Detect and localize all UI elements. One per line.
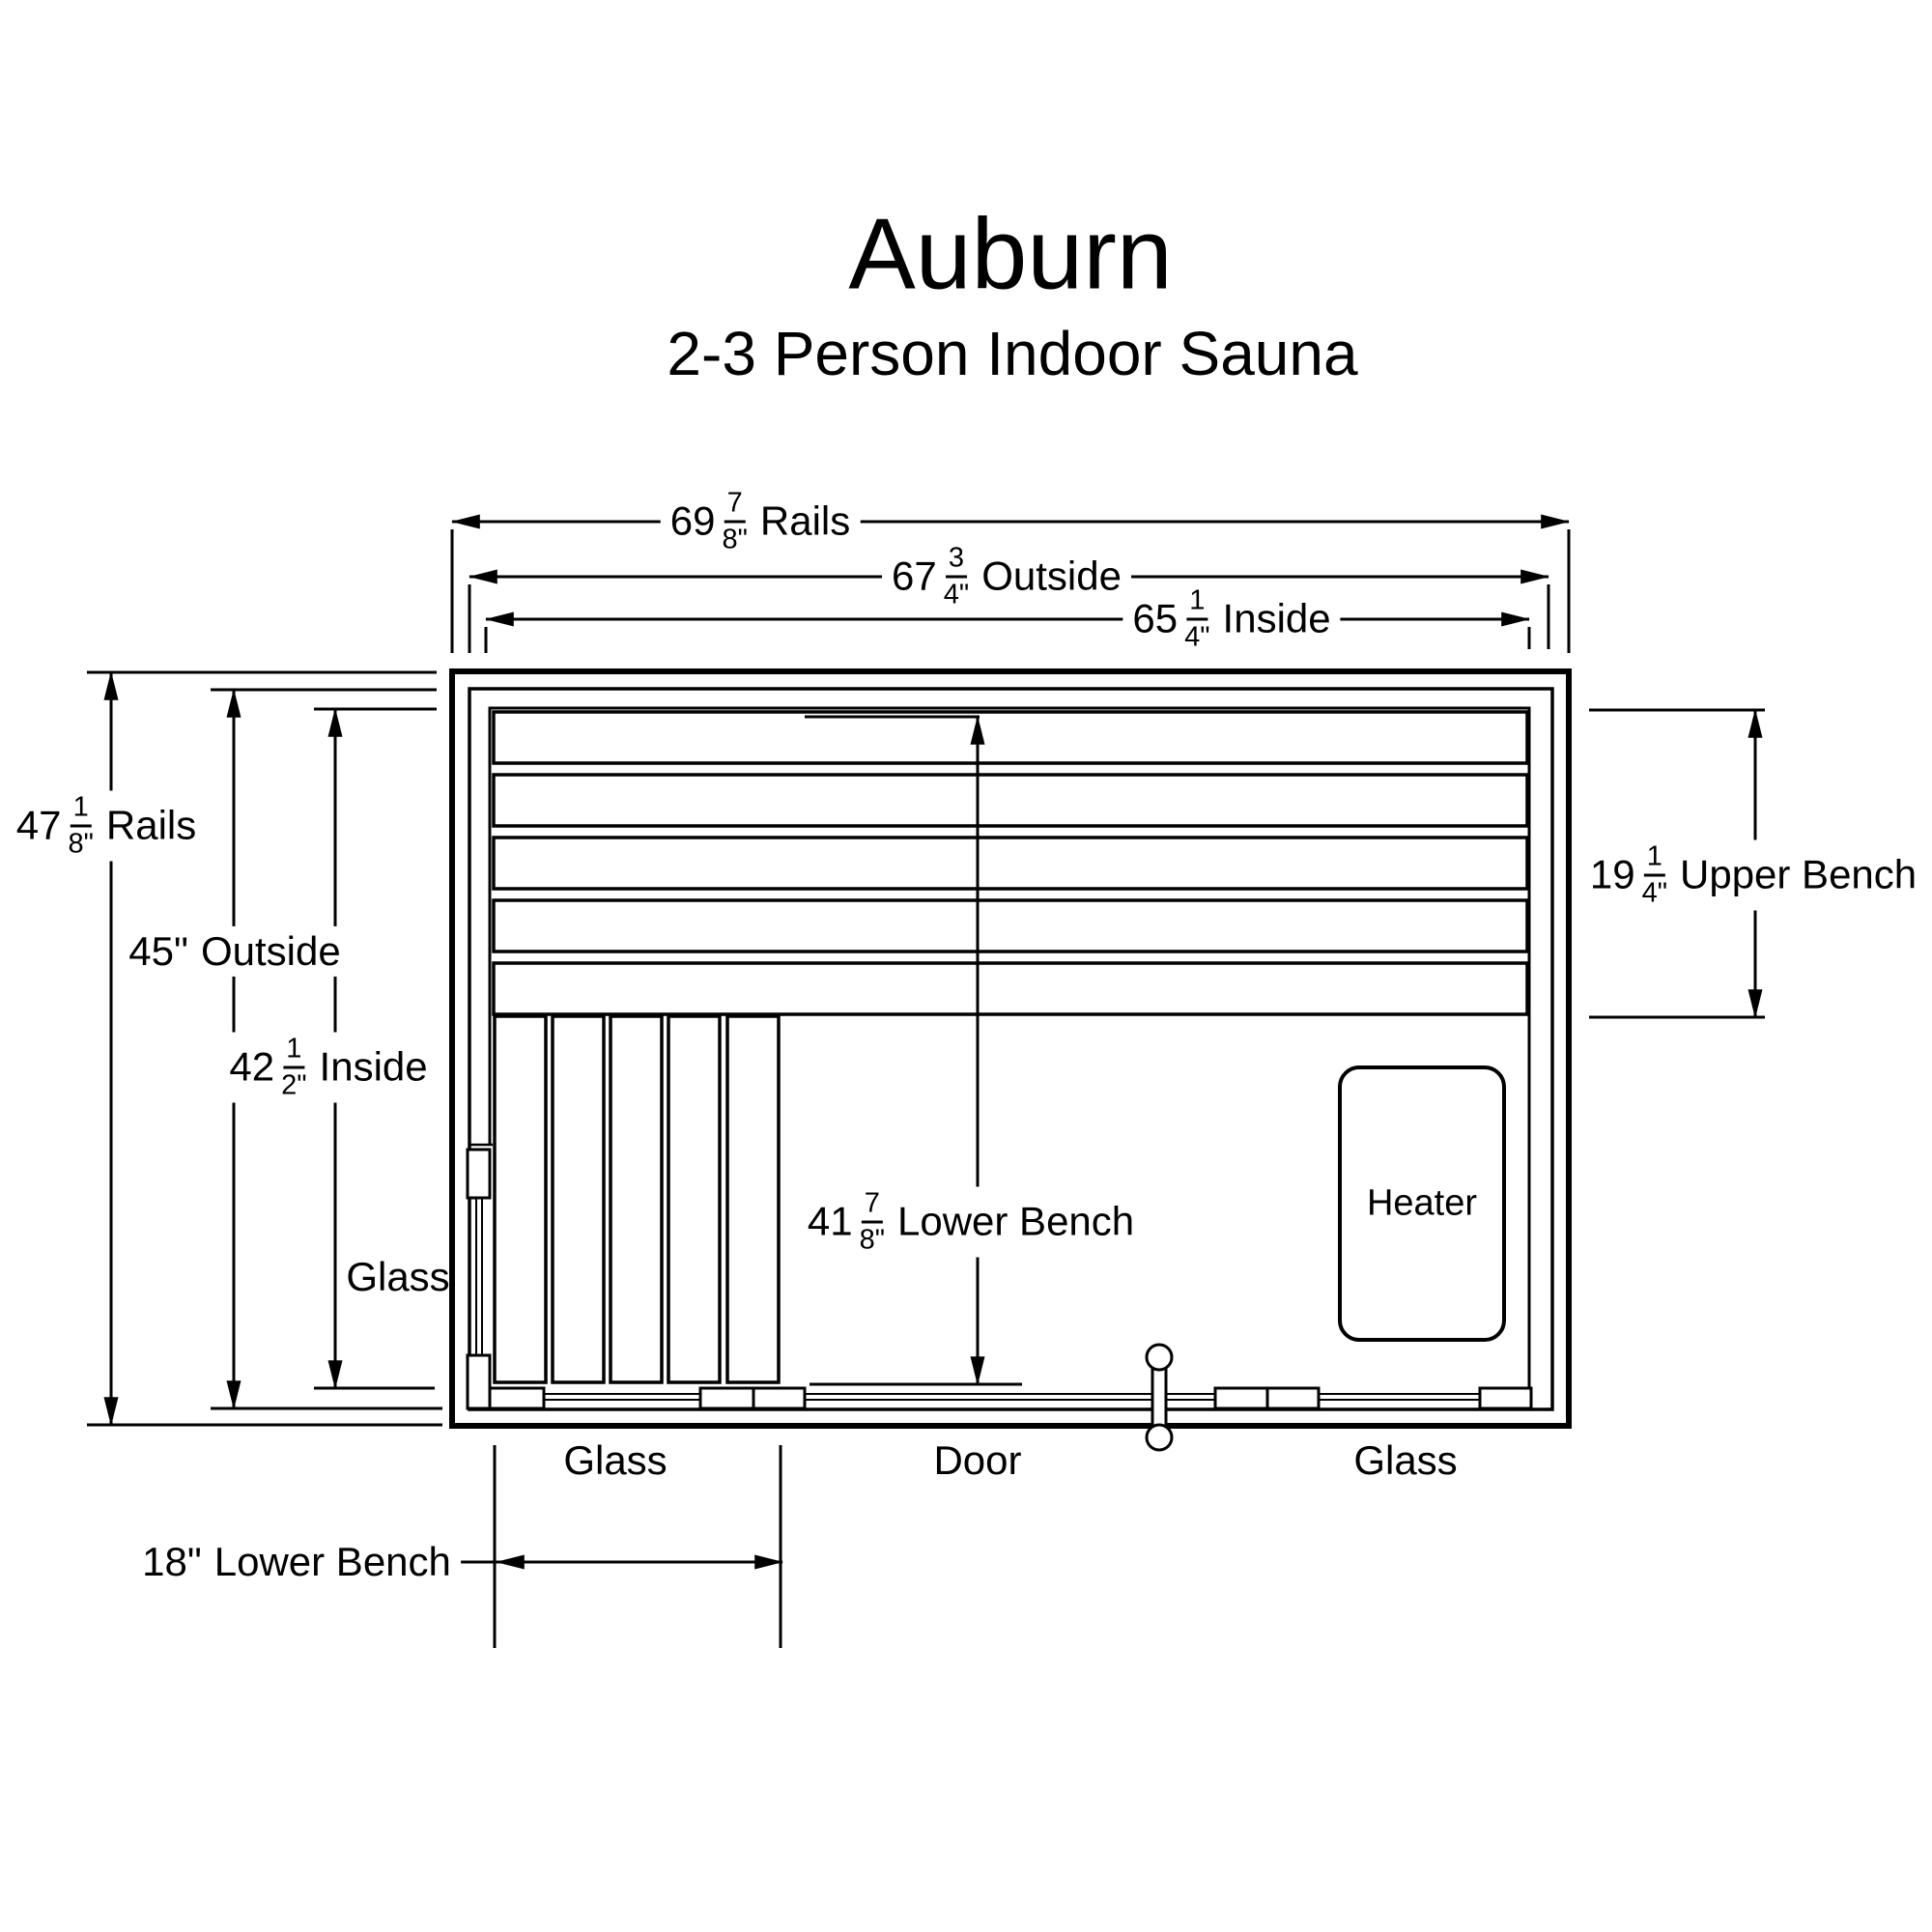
dim-value: 69 <box>669 497 716 544</box>
dim-inside-height-label: 42 1 2" Inside <box>219 1032 438 1103</box>
sauna-walls <box>449 668 1572 1429</box>
upper-bench-slat <box>492 836 1529 891</box>
glass-frame-block <box>466 1148 492 1200</box>
dim-outside-height-label: 45 " Outside <box>119 925 351 978</box>
dim-value: 47 <box>15 802 62 848</box>
front-wall-glass-and-door <box>488 1343 1533 1452</box>
dim-name: Lower Bench <box>897 1198 1135 1244</box>
glass-pane-lines <box>544 1393 1480 1401</box>
dim-name: Rails <box>759 497 851 544</box>
inner-wall <box>468 687 1554 1411</box>
dimension-lines <box>87 514 1765 1648</box>
page-title: Auburn <box>848 198 1173 311</box>
dim-name: Outside <box>200 927 341 974</box>
dim-inside-width-label: 65 1 4" Inside <box>1122 583 1341 655</box>
lower-bench-slat <box>551 1014 606 1384</box>
glass-frame-block <box>488 1386 546 1410</box>
dim-fraction: 3 4" <box>943 542 970 611</box>
dim-value: 18 <box>142 1538 187 1584</box>
dim-name: Inside <box>319 1043 428 1090</box>
dim-rails-height-label: 47 1 8" Rails <box>6 790 207 862</box>
dim-unit: " <box>186 1538 202 1584</box>
dim-value: 42 <box>229 1043 275 1090</box>
dim-lower-bench-depth-label: 18 " Lower Bench <box>132 1536 461 1588</box>
upper-bench-slats <box>492 710 1529 1016</box>
door-label: Door <box>933 1437 1022 1483</box>
dim-name: Outside <box>981 553 1122 599</box>
glass-frame-block <box>698 1386 755 1410</box>
door-handle <box>1145 1343 1174 1452</box>
wall-lining <box>488 706 1531 1388</box>
lower-bench-slat <box>725 1014 781 1384</box>
dim-unit: " <box>174 927 188 974</box>
dim-outside-width-label: 67 3 4" Outside <box>882 541 1131 612</box>
dim-value: 19 <box>1589 851 1635 897</box>
dim-fraction: 1 4" <box>1184 584 1210 653</box>
glass-frame-block <box>466 1353 492 1410</box>
glass-frame-blocks <box>488 1386 1533 1410</box>
left-wall-glass-panel <box>466 1143 493 1410</box>
dim-name: Upper Bench <box>1680 851 1918 897</box>
dim-fraction: 1 8" <box>68 791 94 860</box>
dim-name: Inside <box>1222 595 1331 641</box>
lower-bench-slat <box>667 1014 722 1384</box>
upper-bench-slat <box>492 710 1529 765</box>
dim-rails-width-label: 69 7 8" Rails <box>660 486 861 557</box>
heater-outline <box>1338 1065 1506 1342</box>
lower-bench-slat <box>609 1014 664 1384</box>
dim-fraction: 7 8" <box>859 1187 885 1256</box>
dim-value: 45 <box>128 927 175 974</box>
dim-fraction: 1 4" <box>1641 840 1667 909</box>
glass-front-left-label: Glass <box>563 1437 668 1483</box>
dim-upper-bench-label: 19 1 4" Upper Bench <box>1579 839 1927 911</box>
glass-frame-block <box>1265 1386 1321 1410</box>
page-subtitle: 2-3 Person Indoor Sauna <box>667 319 1358 388</box>
dim-name: Lower Bench <box>213 1538 451 1584</box>
door-handle-knob <box>1145 1423 1174 1452</box>
glass-frame-block <box>752 1386 807 1410</box>
upper-bench-slat <box>492 898 1529 953</box>
upper-bench-slat <box>492 773 1529 828</box>
dim-fraction: 1 2" <box>281 1033 307 1101</box>
heater-label: Heater <box>1366 1182 1478 1224</box>
door-handle-bar <box>1151 1366 1168 1430</box>
door-handle-knob <box>1145 1343 1174 1372</box>
lower-bench-slats <box>493 1014 781 1384</box>
lower-bench-slat <box>493 1014 548 1384</box>
dim-lower-bench-length-label: 41 7 8" Lower Bench <box>797 1186 1145 1258</box>
glass-front-right-label: Glass <box>1353 1437 1458 1483</box>
upper-bench-slat <box>492 961 1529 1016</box>
dim-value: 65 <box>1132 595 1179 641</box>
glass-frame-block <box>1213 1386 1269 1410</box>
dim-value: 67 <box>892 553 937 599</box>
dim-fraction: 7 8" <box>722 487 748 555</box>
dim-value: 41 <box>807 1198 853 1244</box>
glass-frame-block <box>1478 1386 1533 1410</box>
outer-wall <box>449 668 1572 1429</box>
dim-name: Rails <box>105 802 197 848</box>
glass-left-label: Glass <box>346 1254 450 1299</box>
